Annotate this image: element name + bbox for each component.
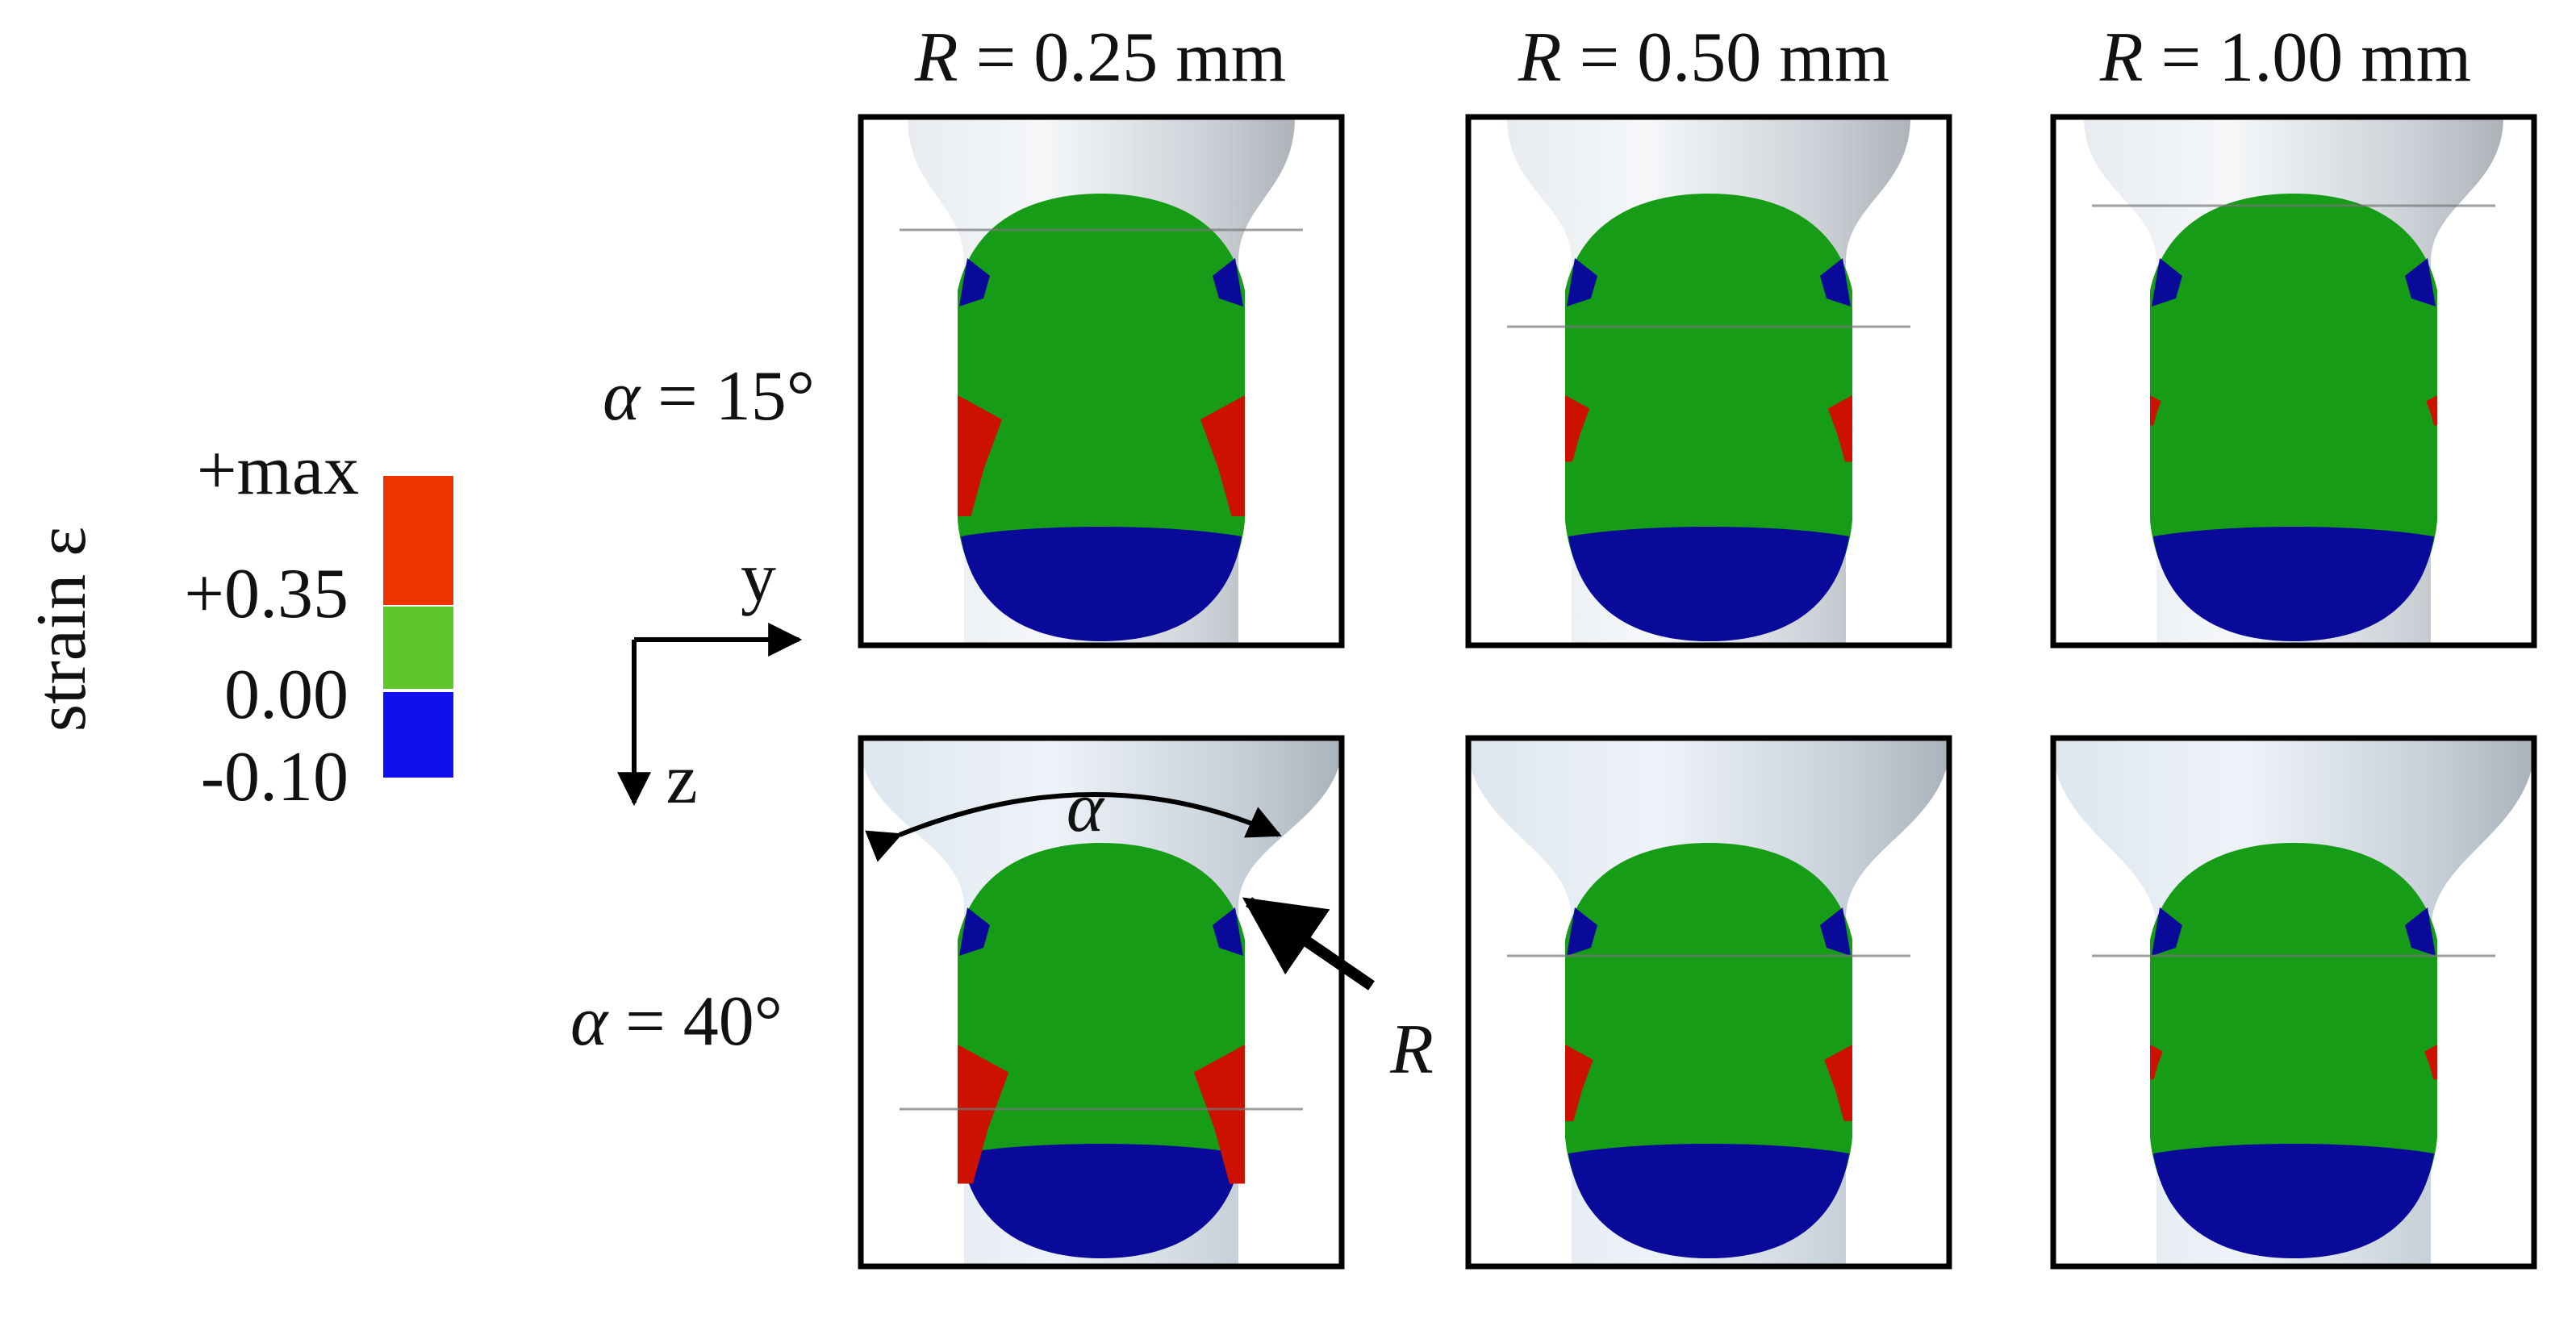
panel-frame [2050, 735, 2537, 1270]
strain-zone-compression-bottom [961, 1144, 1242, 1258]
strain-zone-compression-right [1213, 258, 1243, 307]
z-axis-label: z [666, 740, 697, 819]
strain-zone-compression-bottom [1568, 527, 1849, 641]
legend-title: strain ε [23, 527, 101, 732]
panel-a15-r100 [2050, 114, 2537, 649]
panel-grid [858, 114, 2537, 1270]
panel-frame [2050, 114, 2537, 649]
strain-zone-tension-left [1565, 395, 1590, 462]
legend-swatch-mid [383, 607, 453, 689]
legend: strain ε +max +0.35 0.00 -0.10 [23, 432, 453, 816]
legend-tick-min: -0.10 [201, 738, 349, 816]
strain-zone-compression-left [2152, 907, 2182, 956]
panel-frame [858, 735, 1345, 1270]
radius-arrow [1242, 897, 1375, 991]
row-label-alpha40: α = 40° [570, 982, 783, 1061]
strain-zone-compression-bottom [1568, 1144, 1849, 1258]
strain-zone-tension-right [2424, 1045, 2437, 1080]
column-headers: R = 0.25 mm R = 0.50 mm R = 1.00 mm [914, 19, 2471, 97]
strain-zone-tension-right [1200, 395, 1245, 516]
strain-zone-compression-right [1820, 258, 1851, 307]
panel-a15-r050 [1465, 114, 1952, 649]
annotations: α R [865, 769, 1434, 1089]
strain-zone-compression-bottom [2153, 1144, 2434, 1258]
strain-zone-compression-bottom [2153, 527, 2434, 641]
legend-tick-000: 0.00 [224, 656, 349, 734]
panel-a40-r050 [1465, 735, 1952, 1270]
row-labels: α = 15° α = 40° [570, 357, 815, 1061]
strain-zone-compression-bottom [961, 527, 1242, 641]
panel-a40-r025 [858, 735, 1345, 1270]
strain-zone-compression-left [959, 258, 990, 307]
angle-label: α [1067, 769, 1105, 847]
y-axis-label: y [741, 539, 776, 617]
strain-zone-tension-left [958, 1045, 1009, 1184]
panel-frame [1465, 114, 1952, 649]
strain-zone-tension-right [1827, 395, 1852, 462]
column-header-r050: R = 0.50 mm [1518, 19, 1889, 97]
legend-tick-max: +max [197, 432, 359, 510]
strain-zone-tension-right [1193, 1045, 1245, 1184]
column-header-r025: R = 0.25 mm [914, 19, 1286, 97]
strain-zone-compression-left [1567, 907, 1597, 956]
strain-zone-compression-left [959, 907, 990, 956]
strain-zone-compression-left [1567, 258, 1597, 307]
strain-zone-tension-right [1824, 1045, 1852, 1121]
strain-zone-compression-right [1213, 907, 1243, 956]
panel-a15-r025 [858, 114, 1345, 649]
panel-frame [1465, 735, 1952, 1270]
row-label-alpha15: α = 15° [603, 357, 815, 436]
strain-zone-tension-left [2150, 395, 2161, 426]
legend-swatch-low [383, 692, 453, 778]
strain-zone-compression-right [2405, 258, 2436, 307]
radius-label: R [1389, 1011, 1434, 1089]
panel-frame [858, 114, 1345, 649]
column-header-r100: R = 1.00 mm [2099, 19, 2471, 97]
strain-zone-compression-left [2152, 258, 2182, 307]
legend-tick-035: +0.35 [184, 555, 349, 633]
strain-zone-tension-left [958, 395, 1002, 516]
panel-a40-r100 [2050, 735, 2537, 1270]
strain-zone-tension-left [2150, 1045, 2163, 1080]
strain-zone-compression-right [2405, 907, 2436, 956]
angle-arc [865, 792, 1282, 862]
legend-swatch-high [383, 476, 453, 605]
strain-zone-tension-right [2426, 395, 2437, 426]
strain-zone-tension-left [1565, 1045, 1593, 1121]
coordinate-axes: y z [617, 539, 803, 819]
strain-zone-compression-right [1820, 907, 1851, 956]
